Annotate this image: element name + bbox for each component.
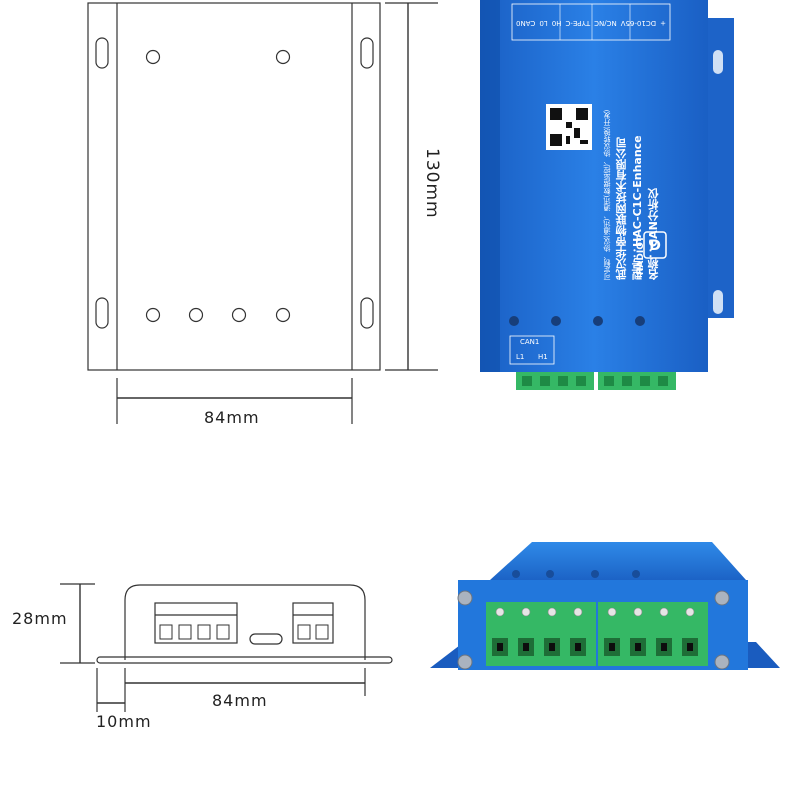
label-l0: L0 bbox=[539, 19, 548, 27]
front-screw bbox=[457, 590, 473, 606]
device-specs-line: 可定制、协议(通讯)、通讯(数据监控)、协议转换(开发) bbox=[603, 109, 611, 280]
flange-slot bbox=[713, 290, 723, 314]
screw-hole bbox=[188, 307, 204, 323]
screw-hole bbox=[231, 307, 247, 323]
slot-hole-top-left bbox=[95, 37, 109, 69]
end-view-drawing bbox=[60, 583, 393, 712]
end-terminal-left bbox=[154, 602, 238, 644]
end-terminal-right bbox=[292, 602, 334, 644]
plan-outer-plate bbox=[87, 2, 381, 371]
svg-text:D: D bbox=[649, 238, 661, 254]
can1-label: CAN1 bbox=[520, 338, 540, 346]
device-top-photo: D bbox=[480, 0, 734, 390]
top-label-row: + DC10-65V NC/NC TYPE-C H0 L0 CAN0 bbox=[514, 8, 668, 38]
end-flange bbox=[96, 656, 393, 664]
slot-hole-bottom-right bbox=[360, 297, 374, 329]
plan-view-drawing bbox=[87, 2, 438, 424]
height-dimension-label: 130mm bbox=[422, 148, 442, 219]
screw-hole bbox=[275, 307, 291, 323]
device-company-line: 武汉华帝物联网技术有限公司 bbox=[615, 137, 628, 280]
front-screw bbox=[714, 654, 730, 670]
front-screw bbox=[714, 590, 730, 606]
screw-hole bbox=[275, 49, 291, 65]
screw bbox=[509, 316, 519, 326]
end-width-label: 84mm bbox=[212, 691, 268, 710]
top-label-panel bbox=[511, 3, 671, 41]
pin-l1: L1 bbox=[516, 353, 525, 361]
terminal-block-left bbox=[516, 372, 594, 390]
bottom-label-panel bbox=[509, 335, 555, 365]
hadiot-logo bbox=[643, 231, 667, 259]
label-dc: DC10-65V bbox=[620, 19, 657, 27]
flange-width-label: 10mm bbox=[96, 712, 152, 731]
device-top-surface bbox=[490, 542, 746, 580]
device-body-shade bbox=[480, 0, 500, 372]
label-plus: + bbox=[660, 19, 666, 27]
device-body bbox=[480, 0, 708, 372]
end-usb-port bbox=[249, 633, 283, 645]
label-h0: H0 bbox=[551, 19, 562, 27]
device-end-photo bbox=[430, 542, 780, 670]
screw-hole bbox=[145, 49, 161, 65]
front-screw bbox=[457, 654, 473, 670]
label-can0: CAN0 bbox=[516, 19, 536, 27]
slot-hole-top-right bbox=[360, 37, 374, 69]
slot-hole-bottom-left bbox=[95, 297, 109, 329]
brand-label: HADIOT bbox=[636, 236, 646, 276]
screw bbox=[635, 316, 645, 326]
end-body-outline bbox=[124, 584, 366, 660]
end-height-label: 28mm bbox=[12, 609, 68, 628]
pin-h1: H1 bbox=[538, 353, 548, 361]
screw bbox=[551, 316, 561, 326]
flange-slot bbox=[713, 50, 723, 74]
label-nc: NC/NC bbox=[594, 19, 617, 27]
width-dimension-label-top: 84mm bbox=[204, 408, 260, 427]
screw-hole bbox=[145, 307, 161, 323]
label-typec: TYPE-C bbox=[565, 19, 591, 27]
device-label-group: 名称：CAN分析仪 型号：HAC-C1C-Enhance 武汉华帝物联网技术有限… bbox=[572, 80, 662, 280]
screw bbox=[593, 316, 603, 326]
device-name-line: 名称：CAN分析仪 bbox=[647, 188, 660, 280]
terminal-block-right bbox=[598, 372, 676, 390]
